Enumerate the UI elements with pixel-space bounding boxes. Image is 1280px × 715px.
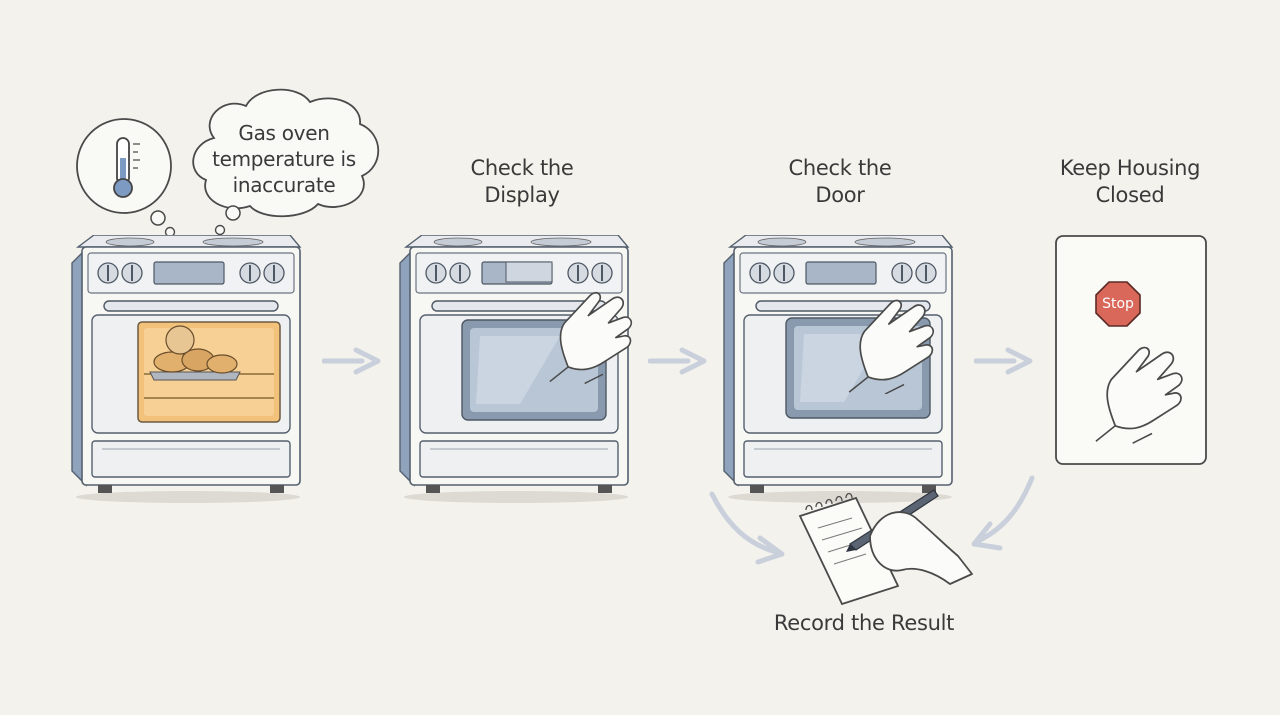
thermometer-icon	[113, 137, 140, 198]
housing-panel: Stop	[1055, 235, 1207, 465]
step-1-line-1: Check the	[470, 156, 574, 180]
stop-sign-label: Stop	[1102, 296, 1134, 312]
oven-check-display	[399, 235, 633, 504]
thought-thermometer	[76, 118, 176, 238]
step-3-line-1: Keep Housing	[1059, 156, 1201, 180]
step-1-line-2: Display	[484, 183, 560, 207]
problem-label: Gas oven temperature is inaccurate	[196, 120, 372, 198]
thought-cloud	[192, 88, 380, 236]
baked-food	[153, 325, 238, 374]
arrow-right-1	[324, 350, 378, 372]
step-label-check-display: Check the Display	[440, 155, 604, 209]
problem-line-2: temperature is	[212, 147, 356, 171]
arrow-right-3	[976, 350, 1030, 372]
step-3-line-2: Closed	[1095, 183, 1165, 207]
step-label-check-door: Check the Door	[758, 155, 922, 209]
curved-arrow-left	[709, 491, 785, 565]
problem-line-3: inaccurate	[232, 173, 336, 197]
step-label-keep-housing-closed: Keep Housing Closed	[1042, 155, 1218, 209]
result-label: Record the Result	[773, 611, 955, 635]
arrow-right-2	[650, 350, 704, 372]
curved-arrow-right	[971, 475, 1035, 551]
stop-sign-icon: Stop	[1095, 281, 1141, 327]
step-2-line-1: Check the	[788, 156, 892, 180]
step-2-line-2: Door	[815, 183, 865, 207]
problem-line-1: Gas oven	[238, 121, 330, 145]
notepad-pen-icon	[798, 489, 973, 606]
oven-glowing	[71, 235, 301, 504]
oven-check-door	[723, 235, 953, 504]
